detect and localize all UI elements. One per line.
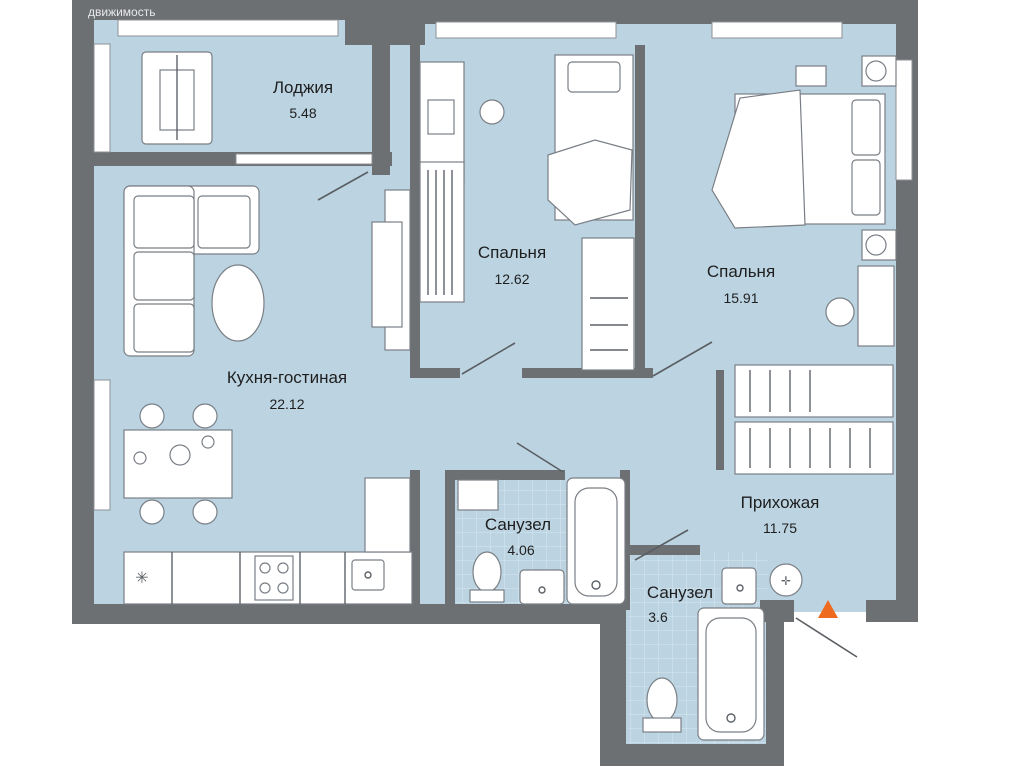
sink-icon: [519, 569, 565, 605]
washing-machine: [457, 479, 499, 511]
sink-icon: [351, 559, 385, 591]
room-name: Санузел: [647, 583, 713, 602]
windows: [93, 19, 913, 511]
room-area: 5.48: [289, 105, 316, 121]
room-name: Спальня: [707, 262, 775, 281]
wardrobe-icon: [581, 237, 635, 371]
room-kitchen-living: Кухня-гостиная 22.12: [227, 368, 347, 412]
sink-icon: [721, 567, 757, 605]
bathtub-icon: [566, 477, 626, 605]
hob-icon: [254, 555, 294, 601]
bathtub-icon: [697, 607, 765, 741]
entrance-arrow-icon: [818, 600, 838, 618]
desk-icon: [419, 61, 505, 303]
bed-icon: [547, 54, 634, 226]
room-bedroom-1: Спальня 12.62: [478, 243, 546, 287]
sofa-icon: [123, 185, 265, 357]
dining-table-icon: [123, 403, 233, 525]
room-area: 3.6: [648, 609, 668, 625]
room-bedroom-2: Спальня 15.91: [707, 262, 775, 306]
drain-icon: ✛: [769, 563, 803, 597]
watermark: движимость: [88, 5, 155, 19]
room-name: Спальня: [478, 243, 546, 262]
room-bathroom-2: Санузел 3.6: [647, 583, 713, 625]
room-area: 22.12: [269, 396, 304, 412]
tv-unit: [371, 189, 411, 351]
room-area: 15.91: [723, 290, 758, 306]
room-name: Лоджия: [273, 78, 333, 97]
room-name: Прихожая: [741, 493, 820, 512]
svg-text:✛: ✛: [781, 574, 791, 588]
toilet-icon: [642, 677, 682, 733]
fridge-icon: ✳: [135, 568, 148, 587]
air-conditioner-icon: [795, 55, 897, 347]
room-area: 4.06: [507, 542, 534, 558]
room-loggia: Лоджия 5.48: [273, 78, 333, 121]
room-bathroom-1: Санузел 4.06: [485, 515, 551, 558]
room-name: Кухня-гостиная: [227, 368, 347, 387]
room-name: Санузел: [485, 515, 551, 534]
toilet-icon: [469, 551, 505, 603]
room-area: 11.75: [763, 520, 797, 536]
svg-text:✳: ✳: [135, 568, 148, 587]
room-hallway: Прихожая 11.75: [741, 493, 820, 536]
exercise-machine-icon: [141, 51, 213, 145]
wardrobe-icon: [734, 364, 894, 475]
doors: [317, 171, 858, 658]
bed-icon: [711, 89, 886, 229]
room-area: 12.62: [494, 271, 529, 287]
